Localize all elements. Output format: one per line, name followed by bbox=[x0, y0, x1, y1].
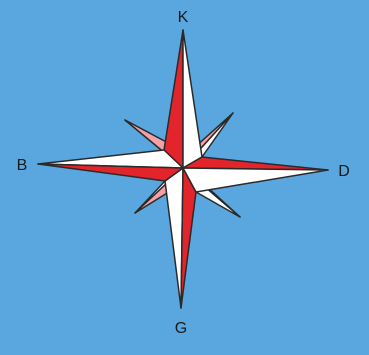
east-label: D bbox=[338, 163, 350, 180]
south-label: G bbox=[175, 320, 187, 337]
south-point-left bbox=[165, 168, 183, 308]
west-label: B bbox=[17, 157, 28, 174]
cardinal-points bbox=[38, 30, 328, 308]
north-point-right bbox=[183, 30, 202, 168]
north-point-left bbox=[164, 30, 183, 168]
east-point-bottom bbox=[183, 168, 328, 192]
north-label: K bbox=[178, 9, 189, 26]
